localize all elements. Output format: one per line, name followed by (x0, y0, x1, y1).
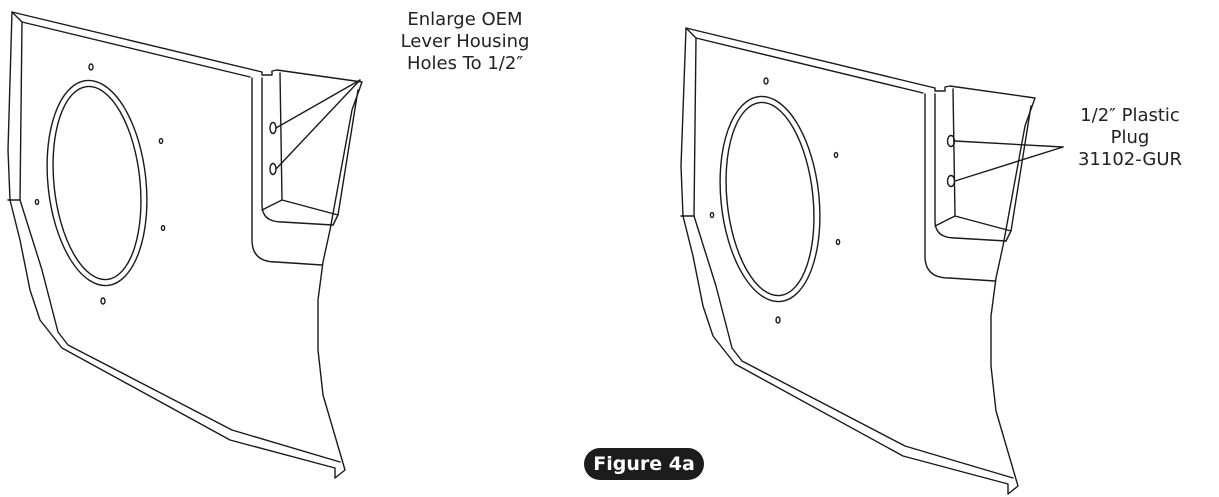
left-panel-drawing (7, 11, 363, 479)
callout-right-line-3: 31102-GUR (1077, 149, 1183, 170)
callout-right-line-2: Plug (1110, 127, 1150, 148)
callout-enlarge-holes: Enlarge OEM Lever Housing Holes To 1/2″ (360, 9, 570, 75)
right-plug-lower (946, 174, 956, 188)
callout-plastic-plug: 1/2″ Plastic Plug 31102-GUR (1040, 105, 1219, 171)
figure-label: Figure 4a (584, 448, 704, 480)
callout-left-line-3: Holes To 1/2″ (406, 53, 524, 74)
callout-left-line-2: Lever Housing (400, 31, 530, 52)
left-housing-hole-upper (269, 121, 277, 135)
callout-left-line-1: Enlarge OEM (407, 9, 523, 30)
right-oval-opening (719, 95, 821, 303)
left-oval-opening (46, 79, 148, 287)
callout-right-line-1: 1/2″ Plastic (1080, 105, 1180, 126)
left-housing-hole-lower (269, 162, 277, 176)
right-panel-drawing (680, 27, 1064, 495)
